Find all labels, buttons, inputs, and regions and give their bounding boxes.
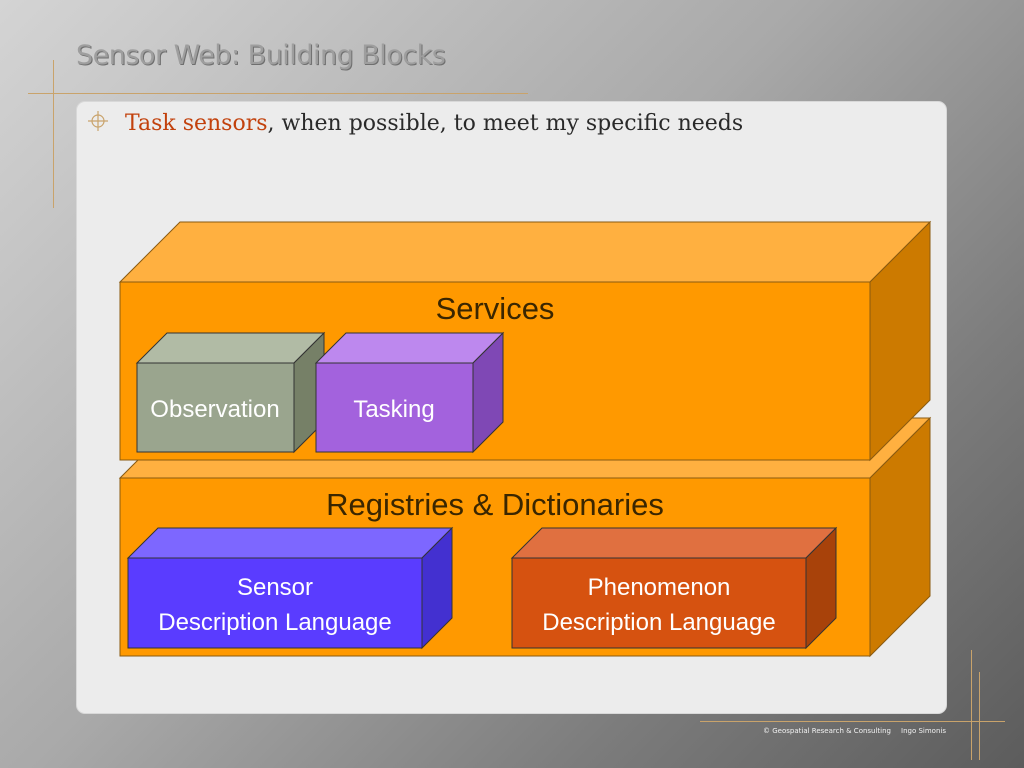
decor-line-bottom-horizontal — [700, 721, 1005, 722]
bullet-text: , when possible, to meet my specific nee… — [267, 111, 744, 136]
decor-line-top-vertical — [53, 60, 54, 208]
registries-label: Registries & Dictionaries — [326, 487, 664, 522]
footer-author: Ingo Simonis — [901, 727, 946, 735]
services-label: Services — [436, 291, 555, 326]
crosshair-bullet-icon — [87, 110, 125, 138]
phenomenon-block-line2: Description Language — [542, 609, 776, 636]
decor-line-top-horizontal — [28, 93, 528, 94]
phenomenon-block-line1: Phenomenon — [588, 574, 731, 601]
bullet-item: Task sensors, when possible, to meet my … — [87, 110, 743, 138]
observation-block: Observation — [135, 331, 326, 454]
tasking-label: Tasking — [353, 396, 434, 423]
observation-label: Observation — [150, 396, 279, 423]
sensor-block-line1: Sensor — [237, 574, 313, 601]
phenomenon-description-block: Phenomenon Description Language — [510, 526, 838, 650]
decor-line-bottom-vertical — [971, 650, 972, 760]
sensor-description-block: Sensor Description Language — [126, 526, 454, 650]
tasking-block: Tasking — [314, 331, 505, 454]
decor-line-bottom-vertical-2 — [979, 672, 980, 760]
bullet-highlight: Task sensors — [125, 111, 268, 136]
footer: © Geospatial Research & Consulting Ingo S… — [763, 727, 946, 735]
sensor-block-line2: Description Language — [158, 609, 392, 636]
slide-title: Sensor Web: Building Blocks — [76, 40, 446, 71]
footer-copyright: © Geospatial Research & Consulting — [763, 727, 892, 735]
